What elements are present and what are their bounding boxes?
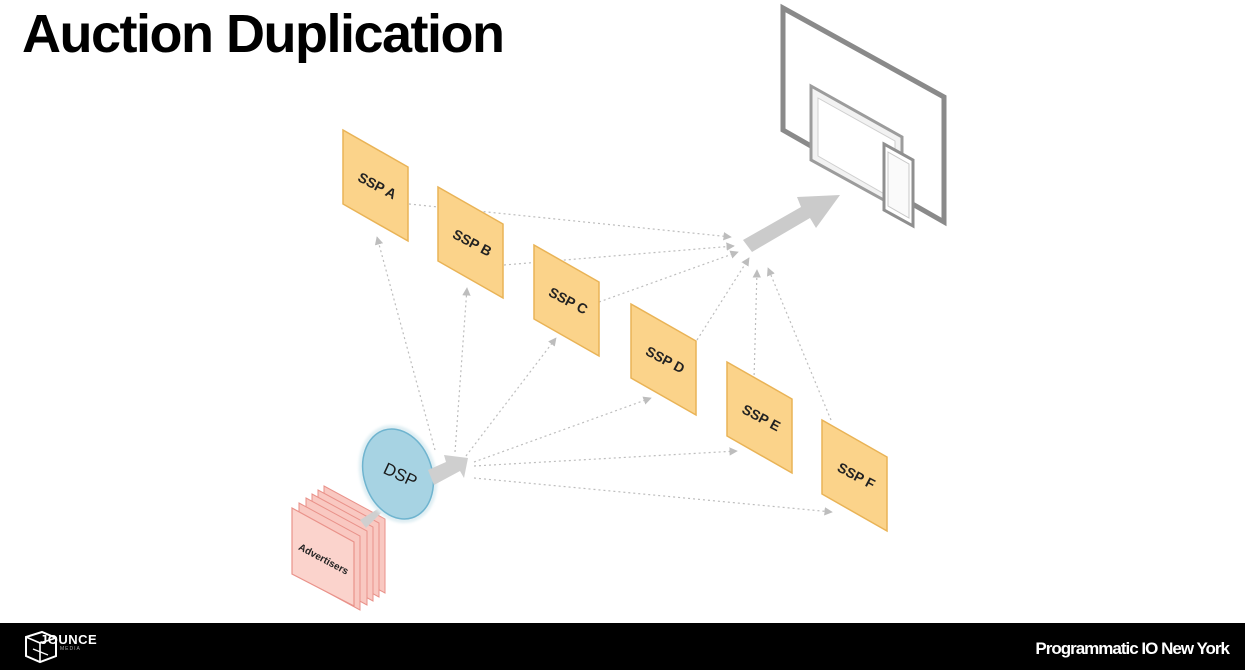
footer-bar: JOUNCE MEDIA Programmatic IO New York [0,623,1245,670]
event-name: Programmatic IO New York [1035,639,1230,658]
logo-subtext: MEDIA [60,646,81,652]
dsp-output-arrow [428,455,468,485]
ssp-c: SSP C [533,243,600,358]
logo-text: JOUNCE [40,632,98,647]
ssp-b: SSP B [437,185,504,300]
delivery-arrow-icon [743,195,840,252]
advertisers-stack: Advertisers [291,485,386,611]
slide-title: Auction Duplication [22,4,505,64]
ssp-e: SSP E [726,360,793,475]
ssp-a: SSP A [342,128,409,243]
ssp-f: SSP F [821,418,888,533]
auction-diagram: SSP A SSP B SSP C SSP D SSP E SSP F Adve… [291,3,947,611]
dsp-node: DSP [358,425,438,523]
screen-device-icon [780,3,947,229]
ssp-to-inventory-arrows [408,203,832,421]
ssp-d: SSP D [630,302,697,417]
jounce-cube-icon [25,630,57,664]
dsp-to-ssp-arrows [374,236,833,516]
